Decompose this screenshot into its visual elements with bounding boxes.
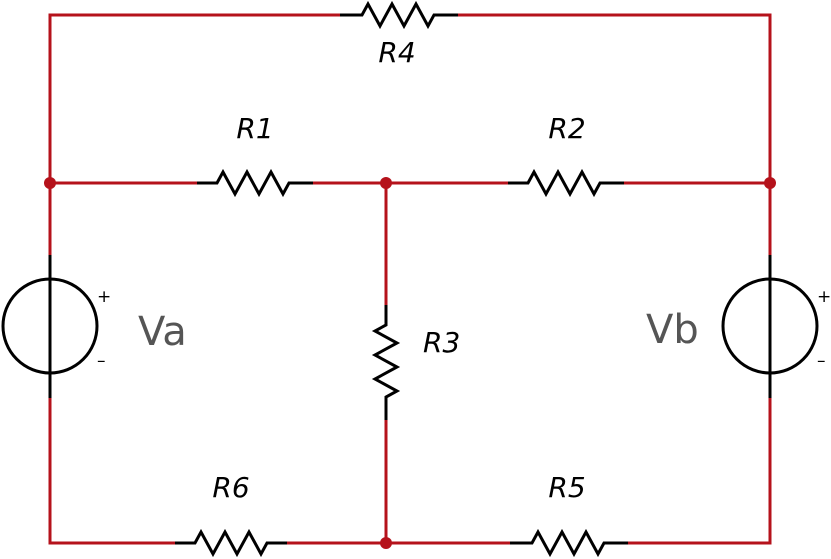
va-plus-sign: + <box>97 287 111 307</box>
label-r1: R1 <box>236 112 273 145</box>
node-bottom <box>380 537 392 549</box>
node-left <box>44 177 56 189</box>
wire-right-upper <box>456 13 772 185</box>
vb-minus-sign: – <box>817 351 826 371</box>
vb-plus-sign: + <box>817 287 831 307</box>
resistor-r2 <box>508 168 624 198</box>
resistor-r6 <box>175 528 287 558</box>
wire-left-upper <box>48 13 342 185</box>
label-va: Va <box>138 309 187 355</box>
junction-nodes <box>44 177 776 549</box>
resistor-r3 <box>371 305 401 420</box>
voltage-source-va <box>1 255 99 398</box>
va-minus-sign: – <box>97 351 106 371</box>
label-r3: R3 <box>423 326 460 359</box>
resistor-r1 <box>197 168 313 198</box>
label-r5: R5 <box>548 471 585 504</box>
wires <box>48 13 772 545</box>
label-r6: R6 <box>212 471 249 504</box>
resistor-r5 <box>510 528 628 558</box>
node-right <box>764 177 776 189</box>
node-center <box>380 177 392 189</box>
label-vb: Vb <box>646 307 699 353</box>
label-r2: R2 <box>548 112 585 145</box>
resistor-r4 <box>340 0 458 30</box>
label-r4: R4 <box>378 36 415 69</box>
voltage-source-vb <box>721 255 819 398</box>
wire-vb-to-bottom <box>626 396 772 545</box>
wire-va-to-bottom <box>48 396 177 545</box>
